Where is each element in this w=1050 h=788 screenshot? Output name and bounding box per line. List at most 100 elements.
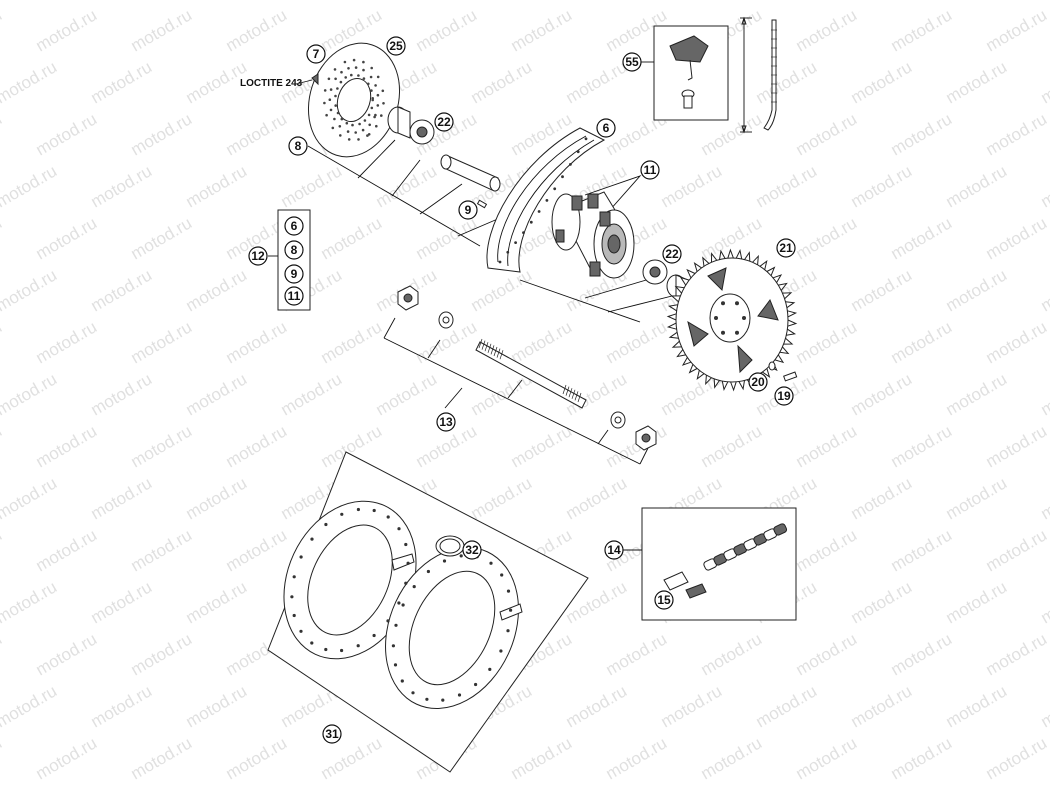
- watermark-text: motod.ru: [983, 109, 1050, 159]
- watermark-text: motod.ru: [278, 0, 346, 3]
- watermark-text: motod.ru: [603, 629, 671, 679]
- watermark-text: motod.ru: [983, 317, 1050, 367]
- svg-text:22: 22: [665, 247, 679, 261]
- watermark-text: motod.ru: [0, 213, 5, 263]
- spoke-part: [740, 16, 777, 134]
- watermark-text: motod.ru: [278, 161, 346, 211]
- valve-box: [653, 25, 729, 121]
- watermark-text: motod.ru: [33, 733, 101, 783]
- watermark-text: motod.ru: [223, 525, 291, 575]
- watermark-text: motod.ru: [88, 369, 156, 419]
- kit-item-9: 9: [284, 264, 304, 284]
- watermark-text: motod.ru: [128, 733, 196, 783]
- callout-6: 6: [596, 118, 616, 138]
- svg-text:32: 32: [465, 543, 479, 557]
- watermark-text: motod.ru: [698, 629, 766, 679]
- svg-text:15: 15: [657, 593, 671, 607]
- watermark-text: motod.ru: [1038, 473, 1050, 523]
- sprocket-bolt-part: [768, 361, 798, 382]
- svg-text:20: 20: [751, 375, 765, 389]
- watermark-text: motod.ru: [508, 421, 576, 471]
- watermark-text: motod.ru: [943, 369, 1011, 419]
- watermark-text: motod.ru: [848, 369, 916, 419]
- watermark-text: motod.ru: [888, 5, 956, 55]
- watermark-text: motod.ru: [33, 213, 101, 263]
- axle-sleeve-part: [440, 154, 501, 192]
- bearing-top-part: [387, 106, 435, 145]
- watermark-text: motod.ru: [943, 161, 1011, 211]
- watermark-text: motod.ru: [983, 629, 1050, 679]
- watermark-text: motod.ru: [848, 681, 916, 731]
- watermark-text: motod.ru: [183, 577, 251, 627]
- svg-text:7: 7: [313, 47, 320, 61]
- watermark-text: motod.ru: [983, 421, 1050, 471]
- watermark-text: motod.ru: [1038, 577, 1050, 627]
- callout-20: 20: [748, 372, 768, 392]
- watermark-text: motod.ru: [1038, 0, 1050, 3]
- watermark-text: motod.ru: [223, 733, 291, 783]
- watermark-text: motod.ru: [563, 473, 631, 523]
- watermark-text: motod.ru: [888, 109, 956, 159]
- watermark-text: motod.ru: [33, 317, 101, 367]
- watermark-text: motod.ru: [888, 629, 956, 679]
- watermark-text: motod.ru: [563, 0, 631, 3]
- watermark-text: motod.ru: [33, 629, 101, 679]
- watermark-text: motod.ru: [0, 265, 60, 315]
- watermark-text: motod.ru: [223, 5, 291, 55]
- watermark-text: motod.ru: [1038, 681, 1050, 731]
- svg-text:8: 8: [291, 243, 298, 257]
- callout-25: 25: [386, 36, 406, 56]
- watermark-text: motod.ru: [183, 369, 251, 419]
- callout-21: 21: [776, 238, 796, 258]
- watermark-text: motod.ru: [793, 421, 861, 471]
- watermark-text: motod.ru: [848, 161, 916, 211]
- watermark-text: motod.ru: [223, 317, 291, 367]
- kit-item-8: 8: [284, 240, 304, 260]
- callout-22-top: 22: [434, 112, 454, 132]
- watermark-text: motod.ru: [318, 317, 386, 367]
- svg-text:8: 8: [295, 139, 302, 153]
- watermark-text: motod.ru: [793, 317, 861, 367]
- watermark-text: motod.ru: [848, 265, 916, 315]
- callout-7: 7: [306, 44, 326, 64]
- svg-text:22: 22: [437, 115, 451, 129]
- callout-12: 12: [248, 246, 268, 266]
- watermark-text: motod.ru: [658, 681, 726, 731]
- watermark-text: motod.ru: [888, 317, 956, 367]
- watermark-text: motod.ru: [793, 733, 861, 783]
- watermark-text: motod.ru: [658, 161, 726, 211]
- watermark-text: motod.ru: [0, 5, 5, 55]
- callout-31: 31: [322, 724, 342, 744]
- svg-text:11: 11: [644, 163, 657, 177]
- svg-text:9: 9: [465, 203, 472, 217]
- callout-14: 14: [604, 540, 624, 560]
- watermark-text: motod.ru: [413, 5, 481, 55]
- watermark-text: motod.ru: [943, 681, 1011, 731]
- callout-15: 15: [654, 590, 674, 610]
- watermark-text: motod.ru: [793, 213, 861, 263]
- watermark-text: motod.ru: [373, 161, 441, 211]
- watermark-text: motod.ru: [183, 265, 251, 315]
- watermark-text: motod.ru: [88, 265, 156, 315]
- loctite-label: LOCTITE 243: [240, 78, 303, 89]
- watermark-text: motod.ru: [468, 265, 536, 315]
- watermark-text: motod.ru: [603, 317, 671, 367]
- watermark-text: motod.ru: [468, 57, 536, 107]
- watermark-text: motod.ru: [0, 577, 60, 627]
- watermark-text: motod.ru: [793, 109, 861, 159]
- svg-text:9: 9: [291, 267, 298, 281]
- watermark-text: motod.ru: [33, 525, 101, 575]
- gasket-box: [267, 451, 589, 773]
- callout-55: 55: [622, 52, 642, 72]
- watermark-text: motod.ru: [128, 629, 196, 679]
- watermark-text: motod.ru: [753, 0, 821, 3]
- watermark-text: motod.ru: [128, 421, 196, 471]
- watermark-text: motod.ru: [0, 317, 5, 367]
- callout-32: 32: [462, 540, 482, 560]
- watermark-text: motod.ru: [848, 57, 916, 107]
- callout-8: 8: [288, 136, 308, 156]
- watermark-text: motod.ru: [563, 681, 631, 731]
- watermark-text: motod.ru: [753, 681, 821, 731]
- svg-text:55: 55: [625, 55, 639, 69]
